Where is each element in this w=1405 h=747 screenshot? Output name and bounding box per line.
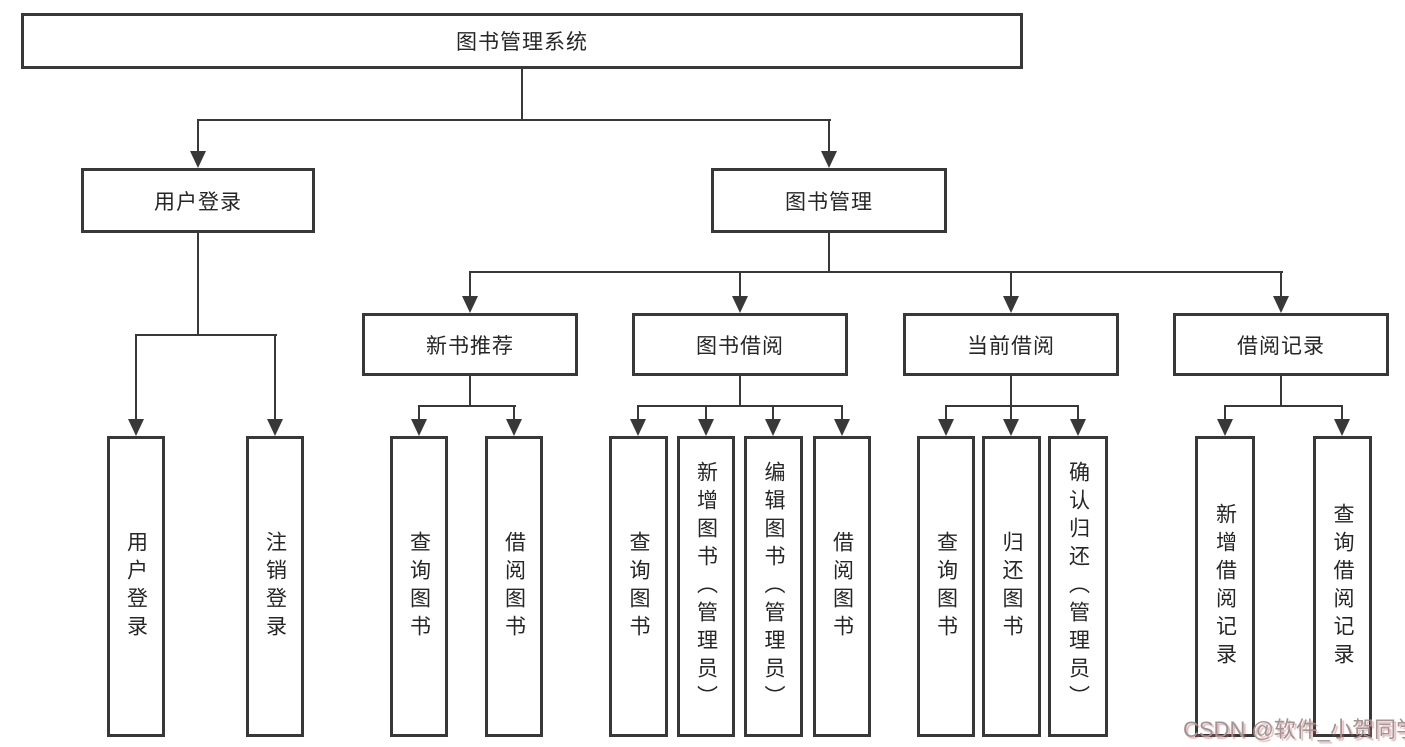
connector-line (1077, 405, 1079, 421)
node-book-borrow: 图书借阅 (632, 313, 848, 376)
arrow-down-icon (1003, 419, 1019, 436)
connector-line (739, 376, 741, 407)
node-book-management: 图书管理 (711, 168, 947, 233)
connector-line (1010, 376, 1012, 407)
arrow-down-icon (698, 419, 714, 436)
node-label: 查询图书 (934, 530, 958, 643)
leaf-user-login: 用户登录 (107, 436, 165, 737)
node-label: 新书推荐 (426, 334, 514, 358)
leaf-borrow-query-book: 查询图书 (609, 436, 668, 737)
arrow-down-icon (938, 419, 954, 436)
node-label: 图书管理 (785, 190, 873, 214)
node-label: 借阅图书 (502, 530, 526, 643)
leaf-borrow-add-book-admin: 新增图书（管理员） (677, 436, 735, 737)
node-root-title: 图书管理系统 (21, 13, 1023, 69)
csdn-watermark: CSDN @软件_小贺同学 (1183, 717, 1405, 742)
arrow-down-icon (732, 296, 748, 313)
connector-line (1010, 405, 1012, 421)
connector-line (135, 334, 137, 420)
leaf-current-return-book: 归还图书 (982, 436, 1041, 737)
connector-line (1224, 405, 1343, 407)
node-label: 用户登录 (154, 190, 242, 214)
arrow-down-icon (1070, 419, 1086, 436)
leaf-recommend-borrow-book: 借阅图书 (485, 436, 543, 737)
arrow-down-icon (765, 419, 781, 436)
connector-line (197, 119, 199, 153)
node-new-book-recommend: 新书推荐 (362, 313, 578, 376)
node-label: 图书借阅 (696, 334, 784, 358)
connector-line (521, 69, 523, 120)
connector-line (1341, 405, 1343, 421)
arrow-down-icon (462, 296, 478, 313)
arrow-down-icon (1334, 419, 1350, 436)
leaf-recommend-query-book: 查询图书 (390, 436, 448, 737)
connector-line (469, 271, 1283, 273)
node-user-login: 用户登录 (81, 168, 315, 233)
arrow-down-icon (190, 151, 206, 168)
connector-line (469, 271, 471, 298)
node-label: 查询图书 (407, 530, 431, 643)
node-label: 注销登录 (263, 530, 287, 643)
arrow-down-icon (1273, 296, 1289, 313)
arrow-down-icon (834, 419, 850, 436)
connector-line (197, 119, 831, 121)
arrow-down-icon (267, 419, 283, 436)
connector-line (637, 405, 843, 407)
connector-line (705, 405, 707, 421)
node-label: 确认归还（管理员） (1066, 460, 1090, 713)
node-label: 借阅记录 (1237, 334, 1325, 358)
connector-line (1280, 271, 1282, 298)
node-label: 归还图书 (1000, 530, 1023, 643)
arrow-down-icon (506, 419, 522, 436)
leaf-borrow-borrow-book: 借阅图书 (813, 436, 871, 737)
node-label: 编辑图书（管理员） (762, 460, 785, 713)
node-label: 当前借阅 (967, 334, 1055, 358)
arrow-down-icon (411, 419, 427, 436)
node-current-borrow: 当前借阅 (903, 313, 1119, 376)
connector-line (945, 405, 1079, 407)
connector-line (1280, 376, 1282, 407)
connector-line (841, 405, 843, 421)
leaf-current-confirm-return-admin: 确认归还（管理员） (1048, 436, 1108, 737)
node-label: 用户登录 (124, 530, 148, 643)
connector-line (945, 405, 947, 421)
connector-line (739, 271, 741, 298)
node-borrow-records: 借阅记录 (1173, 313, 1389, 376)
connector-line (828, 119, 830, 153)
connector-line (828, 233, 830, 273)
connector-line (469, 376, 471, 407)
node-label: 借阅图书 (830, 530, 854, 643)
leaf-current-query-book: 查询图书 (917, 436, 975, 737)
leaf-records-add-record: 新增借阅记录 (1195, 436, 1255, 737)
connector-line (418, 405, 420, 421)
arrow-down-icon (821, 151, 837, 168)
connector-line (197, 233, 199, 336)
leaf-records-query-record: 查询借阅记录 (1313, 436, 1372, 737)
connector-line (513, 405, 515, 421)
connector-line (274, 334, 276, 420)
node-label: 新增借阅记录 (1213, 502, 1237, 671)
connector-line (772, 405, 774, 421)
arrow-down-icon (128, 419, 144, 436)
leaf-logout: 注销登录 (246, 436, 304, 737)
arrow-down-icon (1217, 419, 1233, 436)
connector-line (1224, 405, 1226, 421)
node-label: 图书管理系统 (456, 31, 588, 54)
node-label: 查询图书 (627, 530, 650, 643)
connector-line (637, 405, 639, 421)
connector-line (418, 405, 516, 407)
node-label: 查询借阅记录 (1331, 502, 1354, 671)
connector-line (135, 334, 277, 336)
node-label: 新增图书（管理员） (694, 460, 718, 713)
leaf-borrow-edit-book-admin: 编辑图书（管理员） (744, 436, 803, 737)
arrow-down-icon (630, 419, 646, 436)
connector-line (1010, 271, 1012, 298)
arrow-down-icon (1003, 296, 1019, 313)
